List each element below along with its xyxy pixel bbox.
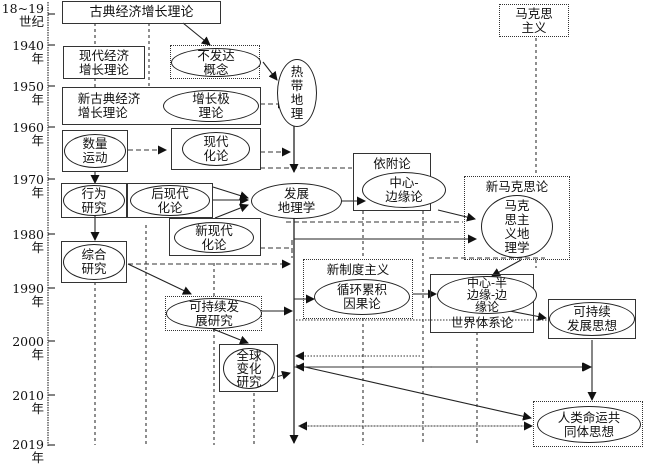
timeline-label-1980: 1980年 — [12, 227, 44, 255]
guide-lines — [94, 23, 537, 445]
node-dependency-box: 依附论 中心- 边缘论 — [353, 153, 446, 211]
node-neoclassical-box: 新古典经济 增长理论 增长极 理论 — [62, 87, 261, 125]
node-community-shared-future: 人类命运共 同体思想 — [537, 406, 641, 443]
node-core-periphery: 中心- 边缘论 — [362, 172, 446, 208]
node-world-system-title: 世界体系论 — [450, 315, 514, 330]
node-behavioral-box: 行为 研究 — [61, 183, 127, 218]
node-global-change-box: 全球 变化 研究 — [219, 344, 278, 392]
node-neomarxism-box: 新马克思论 马克 思主 义地 理学 — [464, 176, 570, 260]
node-growth-pole: 增长极 理论 — [163, 90, 259, 122]
node-integrated-research: 综合 研究 — [63, 244, 125, 280]
node-classical-growth: 古典经济增长理论 — [62, 1, 221, 24]
node-dependency-title: 依附论 — [373, 156, 411, 171]
node-community-box: 人类命运共 同体思想 — [533, 401, 643, 447]
node-development-geography: 发展 地理学 — [251, 183, 342, 219]
node-underdevelopment-box: 不发达 概念 — [170, 45, 261, 79]
node-integrated-box: 综合 研究 — [61, 241, 127, 283]
node-new-institutionalism-title: 新制度主义 — [326, 262, 390, 277]
node-postmodernization: 后现代 化论 — [130, 185, 210, 216]
timeline-label-1990: 1990年 — [12, 281, 44, 309]
timeline-axis — [47, 2, 55, 446]
solid-arrows — [90, 22, 597, 421]
timeline-label-18-19c: 18~19 世纪 — [1, 1, 44, 29]
node-underdevelopment: 不发达 概念 — [171, 48, 261, 77]
node-neomodernization-box: 新现代 化论 — [169, 218, 261, 256]
node-neomarxism-title: 新马克思论 — [485, 179, 549, 194]
timeline-label-2010: 2010年 — [12, 388, 44, 416]
node-sustainable-research: 可持续发 展研究 — [166, 298, 262, 329]
node-global-change-research: 全球 变化 研究 — [223, 348, 275, 389]
node-tropical-geography: 热 带 地 理 — [277, 59, 317, 127]
node-sustainable-research-box: 可持续发 展研究 — [165, 296, 262, 331]
timeline-label-2019: 2019年 — [12, 437, 44, 465]
node-modern-econ-growth: 现代经济 增长理论 — [63, 46, 145, 79]
node-sustainable-development-thought: 可持续 发展思想 — [549, 302, 635, 336]
node-postmodernization-box: 后现代 化论 — [127, 183, 213, 218]
node-modernization: 现代 化论 — [182, 132, 250, 166]
timeline-label-1950: 1950年 — [12, 79, 44, 107]
node-behavioral-research: 行为 研究 — [63, 185, 125, 216]
node-world-system-box: 中心-半 边缘-边 缘论 世界体系论 — [430, 274, 537, 333]
node-neomodernization: 新现代 化论 — [174, 222, 254, 253]
node-quantitative-revolution: 数量 运动 — [64, 134, 126, 168]
node-cumulative-causation: 循环累积 因果论 — [314, 279, 410, 315]
node-modernization-box: 现代 化论 — [171, 128, 261, 170]
node-core-semi-periphery: 中心-半 边缘-边 缘论 — [437, 276, 537, 314]
dotted-arrows-2 — [295, 315, 592, 372]
timeline-label-2000: 2000年 — [12, 334, 44, 362]
timeline-label-1960: 1960年 — [12, 120, 44, 148]
node-neoclassical-growth: 新古典经济 增长理论 — [77, 91, 141, 120]
node-marxism: 马克思 主义 — [499, 4, 569, 37]
timeline-label-1940: 1940年 — [12, 38, 44, 66]
node-marxist-geography: 马克 思主 义地 理学 — [481, 195, 553, 258]
node-new-institutionalism-box: 新制度主义 循环累积 因果论 — [303, 259, 413, 319]
node-sustainable-thought-box: 可持续 发展思想 — [548, 299, 636, 339]
node-quantitative-box: 数量 运动 — [62, 130, 128, 172]
timeline-label-1970: 1970年 — [12, 172, 44, 200]
